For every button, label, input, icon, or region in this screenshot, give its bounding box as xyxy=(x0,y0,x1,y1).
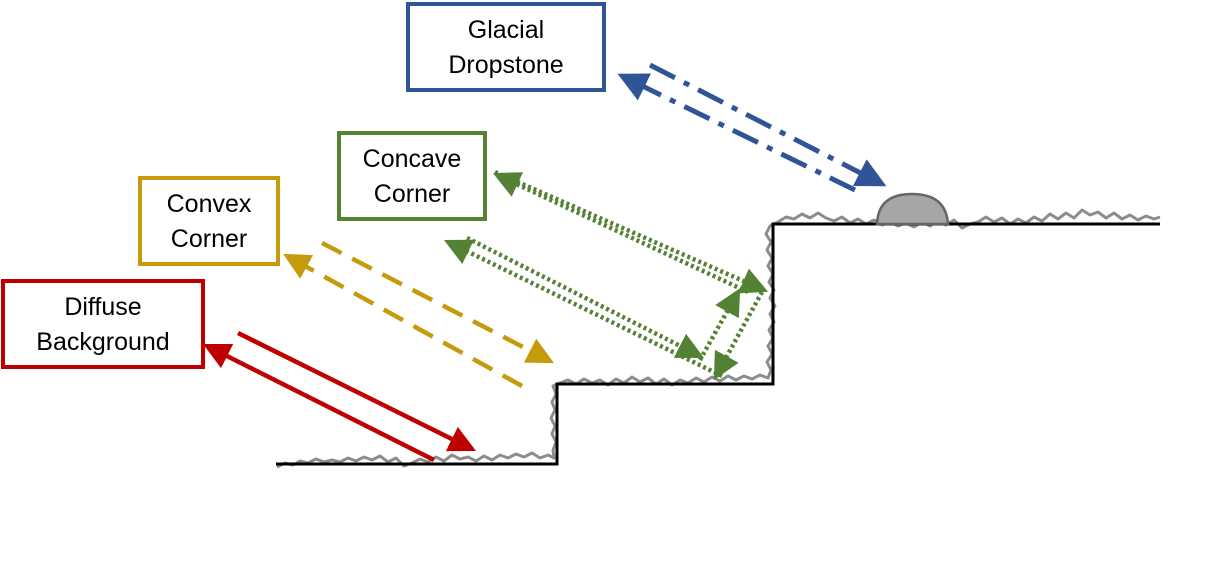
concave-arrow-upper-back xyxy=(492,172,749,295)
concave-arrow-bounce-down xyxy=(713,290,764,380)
diffuse-arrow-in xyxy=(237,330,477,452)
concave-arrow-upper-in xyxy=(494,169,769,294)
concave-label-line1: Concave xyxy=(363,145,462,173)
glacial-dropstone-label-box: Glacial Dropstone xyxy=(406,2,606,92)
glacial-arrow-out xyxy=(648,62,887,187)
convex-label-line1: Convex xyxy=(167,190,252,218)
glacial-arrow-back xyxy=(617,73,857,193)
stepped-profile xyxy=(276,222,1160,466)
convex-label-line2: Corner xyxy=(171,225,247,253)
glacial-label-line2: Dropstone xyxy=(448,51,563,79)
diffuse-arrow-back xyxy=(202,343,436,463)
glacial-label-line1: Glacial xyxy=(468,16,544,44)
convex-corner-label-box: Convex Corner xyxy=(138,176,280,266)
rough-surface xyxy=(276,208,1161,469)
concave-arrow-bounce-up xyxy=(698,288,741,362)
concave-corner-label-box: Concave Corner xyxy=(337,131,487,221)
concave-arrow-lower-in xyxy=(465,235,705,359)
diffuse-background-label-box: Diffuse Background xyxy=(1,279,205,369)
diffuse-label-line1: Diffuse xyxy=(64,293,141,321)
dropstone xyxy=(875,192,950,226)
diffuse-label-line2: Background xyxy=(36,328,169,356)
convex-arrow-in xyxy=(320,241,554,364)
concave-label-line2: Corner xyxy=(374,180,450,208)
concave-arrow-lower-back xyxy=(443,239,723,379)
convex-arrow-back xyxy=(283,253,524,388)
